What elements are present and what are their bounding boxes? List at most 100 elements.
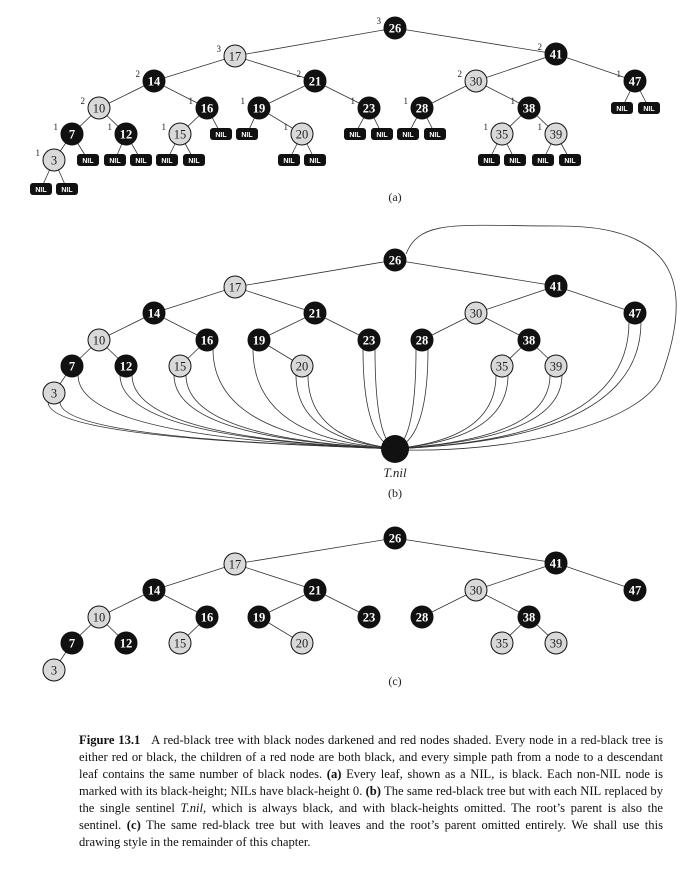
caption-nil: NIL: [580, 784, 602, 798]
node-circle: [168, 122, 192, 146]
node-circle: [195, 328, 219, 352]
node-key: 12: [120, 359, 133, 373]
tree-node-28: 281: [404, 96, 434, 120]
black-height-label: 1: [54, 122, 59, 132]
nil-leaf: NIL: [397, 128, 419, 140]
node-circle: [303, 578, 327, 602]
root-parent-link: [405, 224, 677, 451]
node-circle: [87, 328, 111, 352]
nil-box: [77, 154, 99, 166]
node-key: 47: [629, 74, 642, 88]
diagram-b: 37101214151617192021232628303538394147T.…: [42, 224, 677, 500]
nil-box: [104, 154, 126, 166]
tree-node-28: 28: [410, 605, 434, 629]
caption-nil: NIL: [470, 767, 492, 781]
tree-node-21: 212: [297, 69, 327, 93]
nil-label: NIL: [309, 158, 321, 165]
node-key: 17: [229, 280, 242, 294]
node-circle: [195, 605, 219, 629]
tree-node-3: 31: [36, 148, 66, 172]
node-circle: [544, 631, 568, 655]
black-height-label: 1: [538, 122, 543, 132]
nil-leaf: NIL: [504, 154, 526, 166]
node-circle: [490, 354, 514, 378]
node-circle: [357, 605, 381, 629]
nil-leaf: NIL: [30, 183, 52, 195]
node-key: 20: [296, 359, 309, 373]
node-key: 17: [229, 49, 242, 63]
node-key: 20: [296, 636, 309, 650]
nil-label: NIL: [429, 132, 441, 139]
node-circle: [142, 578, 166, 602]
tree-node-30: 30: [464, 301, 488, 325]
node-circle: [290, 354, 314, 378]
tree-edge: [475, 562, 557, 591]
node-key: 26: [389, 531, 402, 545]
tree-node-14: 14 2: [136, 69, 166, 93]
tree-node-47: 47: [623, 301, 647, 325]
node-key: 15: [174, 127, 187, 141]
node-circle: [303, 69, 327, 93]
tree-node-3: 3: [42, 381, 66, 405]
black-height-label: 1: [511, 96, 516, 106]
tree-node-35: 35: [490, 631, 514, 655]
nil-label: NIL: [283, 158, 295, 165]
tree-edge: [475, 53, 557, 82]
nil-label: NIL: [616, 106, 628, 113]
tree-node-17: 17: [223, 275, 247, 299]
caption-text-6: The same red-black tree but with each: [384, 784, 577, 798]
sentinel-link: [252, 348, 396, 450]
node-key: 39: [550, 127, 563, 141]
caption-text-3: , is black. Each non-: [491, 767, 600, 781]
node-key: 19: [253, 333, 266, 347]
tree-node-35: 35: [490, 354, 514, 378]
nil-leaf: NIL: [130, 154, 152, 166]
node-key: 14: [148, 74, 161, 88]
tree-node-15: 151: [162, 122, 192, 146]
nil-label: NIL: [35, 187, 47, 194]
node-circle: [383, 526, 407, 550]
node-circle: [168, 631, 192, 655]
caption-text-9: The same red-black tree but with leaves …: [79, 818, 664, 849]
node-circle: [42, 658, 66, 682]
node-key: 14: [148, 306, 161, 320]
sentinel-link: [394, 321, 642, 450]
nil-leaf: NIL: [424, 128, 446, 140]
tree-node-47: 471: [617, 69, 647, 93]
node-circle: [623, 301, 647, 325]
tree-node-38: 381: [511, 96, 541, 120]
tree-edge: [234, 259, 396, 288]
nil-box: [371, 128, 393, 140]
nil-leaf: NIL: [611, 102, 633, 114]
node-circle: [544, 122, 568, 146]
node-circle: [410, 605, 434, 629]
node-key: 7: [69, 127, 75, 141]
tree-edge: [394, 259, 557, 287]
node-key: 10: [93, 610, 106, 624]
tree-node-20: 20: [290, 631, 314, 655]
tree-node-39: 39 1: [538, 122, 568, 146]
tree-node-39: 39: [544, 631, 568, 655]
nil-label: NIL: [61, 187, 73, 194]
tree-node-7: 7: [60, 631, 84, 655]
tree-node-38: 38: [517, 328, 541, 352]
nil-box: [210, 128, 232, 140]
tree-node-14: 14: [142, 578, 166, 602]
black-height-label: 2: [136, 69, 141, 79]
tree-edge: [555, 285, 636, 314]
node-circle: [60, 354, 84, 378]
node-circle: [87, 605, 111, 629]
black-height-label: 1: [484, 122, 489, 132]
nil-label: NIL: [564, 158, 576, 165]
black-height-label: 2: [538, 42, 543, 52]
nil-box: [504, 154, 526, 166]
caption-text-1: A red-black tree with black nodes darken…: [79, 733, 663, 781]
node-circle: [60, 631, 84, 655]
diagram-c: 37101214151617192021232628303538394147(c…: [42, 526, 647, 688]
tree-node-19: 191: [241, 96, 271, 120]
tree-node-16: 16: [195, 328, 219, 352]
nil-leaf: NIL: [559, 154, 581, 166]
tree-edge: [475, 285, 557, 314]
node-key: 16: [201, 610, 214, 624]
sentinel-link: [173, 374, 396, 450]
